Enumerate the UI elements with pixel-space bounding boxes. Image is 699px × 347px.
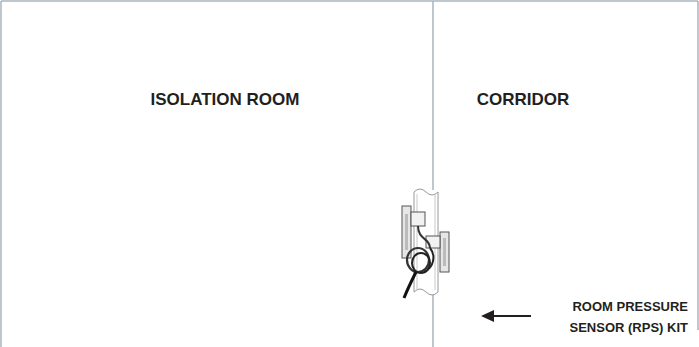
sensor-kit bbox=[402, 206, 449, 298]
room-label: CORRIDOR bbox=[477, 90, 570, 110]
room-label: ISOLATION ROOM bbox=[151, 90, 300, 110]
leader-arrow bbox=[481, 310, 531, 322]
callout-label: ROOM PRESSURE SENSOR (RPS) KIT bbox=[536, 296, 688, 338]
